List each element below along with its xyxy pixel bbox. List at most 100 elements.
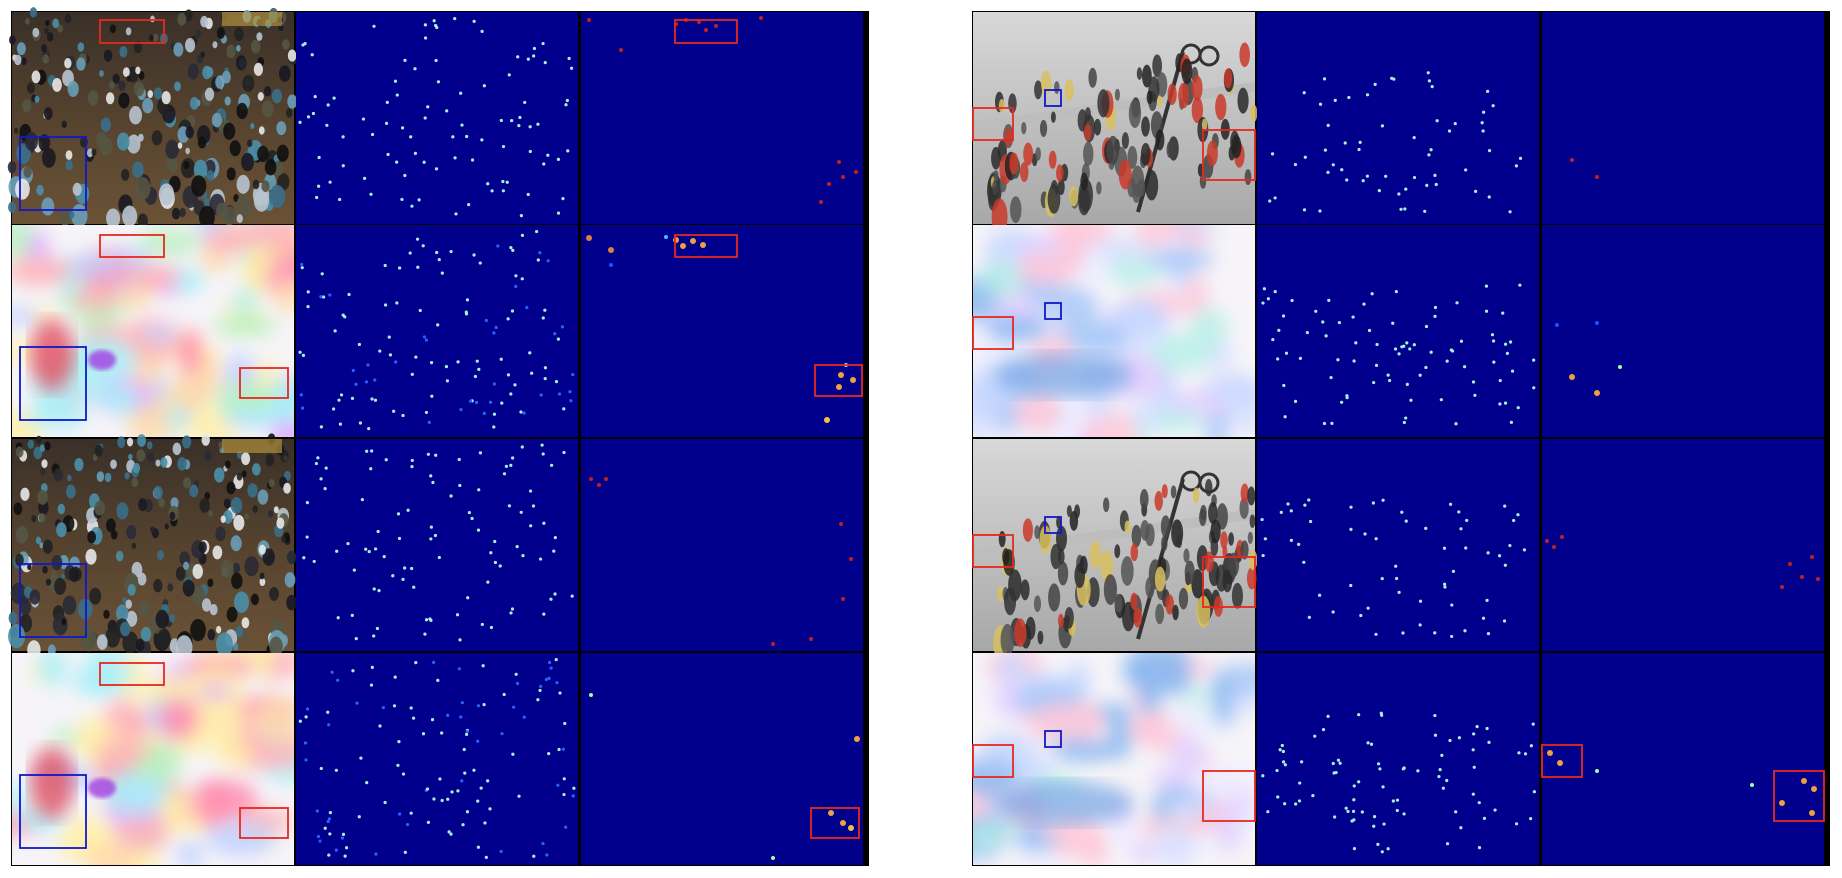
- density-point: [403, 58, 407, 63]
- input-cell: [972, 439, 1258, 661]
- density-point: [410, 566, 414, 571]
- density-point: [1477, 801, 1481, 805]
- person-blob: [1152, 54, 1163, 78]
- density-point: [365, 449, 369, 453]
- density-point: [1503, 563, 1507, 567]
- difference-point: [1557, 760, 1563, 766]
- density-point: [1416, 769, 1420, 773]
- person-blob: [250, 122, 255, 130]
- person-blob: [38, 134, 51, 152]
- person-blob: [1057, 613, 1064, 628]
- person-blob: [286, 550, 297, 565]
- density-point: [326, 103, 330, 107]
- highlight-box: [972, 534, 1014, 568]
- flow-blob: [178, 328, 203, 379]
- person-blob: [207, 629, 216, 641]
- density-point: [328, 832, 332, 836]
- person-blob: [1231, 135, 1242, 159]
- density-point: [1433, 631, 1437, 635]
- density-point: [325, 123, 329, 127]
- flow-blob: [1129, 712, 1167, 740]
- density-point: [1366, 741, 1370, 745]
- density-point: [539, 557, 543, 561]
- density-point: [1307, 615, 1311, 619]
- density-point: [1501, 311, 1505, 315]
- density-point: [476, 739, 480, 743]
- flow-blob: [56, 831, 90, 859]
- density-point: [1464, 546, 1468, 550]
- density-point: [1486, 89, 1490, 93]
- difference-point: [1595, 769, 1599, 773]
- density-point: [328, 293, 332, 297]
- density-point: [436, 323, 440, 327]
- person-blob: [8, 611, 18, 625]
- density-point: [547, 660, 552, 665]
- density-point: [440, 271, 444, 275]
- person-blob: [276, 517, 285, 529]
- highlight-box: [239, 367, 289, 399]
- person-blob: [236, 174, 250, 194]
- difference-point: [840, 820, 846, 826]
- density-point: [543, 60, 547, 65]
- person-blob: [13, 127, 19, 134]
- person-blob: [204, 197, 211, 207]
- density-point: [424, 618, 429, 622]
- difference-point: [619, 48, 623, 52]
- person-blob: [241, 631, 248, 641]
- density-point: [340, 836, 345, 840]
- person-blob: [61, 618, 67, 625]
- density-point: [492, 382, 497, 386]
- density-point: [528, 351, 532, 355]
- density-point: [383, 263, 387, 268]
- difference-cell: [581, 12, 863, 224]
- density-point: [343, 854, 347, 858]
- density-point: [549, 597, 553, 601]
- person-blob: [216, 625, 222, 634]
- difference-point: [589, 693, 593, 697]
- density-point: [562, 407, 566, 411]
- density-point: [539, 393, 543, 397]
- density-point: [319, 477, 323, 481]
- density-point: [1281, 760, 1286, 764]
- density-point: [1395, 798, 1400, 802]
- density-point: [377, 588, 381, 593]
- density-cell: [296, 653, 578, 865]
- density-cell: [296, 439, 578, 651]
- person-blob: [216, 632, 233, 657]
- density-point: [338, 422, 343, 426]
- density-point: [516, 55, 520, 59]
- person-blob: [100, 117, 111, 132]
- person-blob: [1054, 81, 1060, 95]
- difference-background: [581, 439, 863, 651]
- density-point: [511, 752, 515, 756]
- density-point: [470, 516, 474, 521]
- flow-blob: [973, 375, 1004, 417]
- density-point: [1347, 95, 1351, 100]
- input-cell: [7, 7, 298, 229]
- person-blob: [1197, 163, 1204, 177]
- density-point: [427, 420, 431, 424]
- difference-background: [1542, 12, 1824, 224]
- density-point: [319, 295, 323, 299]
- density-point: [1284, 351, 1289, 355]
- person-blob: [998, 98, 1005, 113]
- density-point: [1402, 420, 1406, 425]
- density-point: [1448, 502, 1453, 506]
- density-point: [384, 121, 389, 125]
- flow-blob: [1187, 762, 1255, 800]
- person-blob: [173, 42, 184, 57]
- person-blob: [42, 54, 50, 64]
- density-point: [363, 176, 367, 180]
- density-point: [414, 355, 418, 359]
- person-blob: [1154, 566, 1166, 592]
- density-point: [370, 449, 374, 453]
- density-point: [401, 413, 405, 418]
- density-point: [1374, 632, 1378, 636]
- person-blob: [201, 598, 212, 612]
- density-point: [482, 411, 486, 416]
- person-blob: [1103, 574, 1117, 605]
- person-blob: [166, 156, 178, 174]
- density-point: [1418, 373, 1422, 377]
- density-point: [494, 325, 498, 330]
- person-blob: [183, 160, 190, 170]
